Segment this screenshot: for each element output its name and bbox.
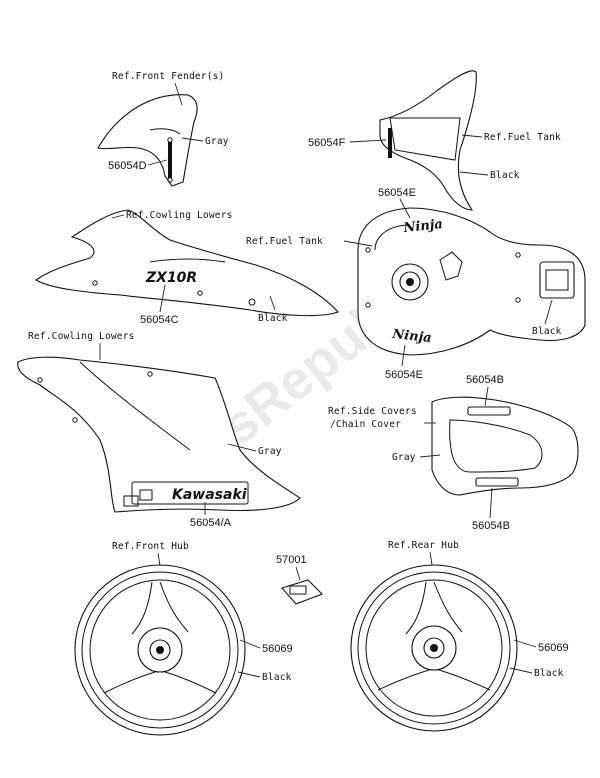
gray-side-label: Gray (392, 452, 416, 463)
part-number-56054A: 56054/A (190, 517, 232, 529)
black-tank-label: Black (532, 326, 562, 337)
gray-fender-label: Gray (205, 136, 229, 147)
part-number-56069-front: 56069 (262, 643, 293, 655)
ref-front-hub-label: Ref.Front Hub (112, 541, 189, 552)
ref-front-fender-label: Ref.Front Fender(s) (112, 71, 224, 82)
black-cowling-label: Black (258, 313, 288, 324)
part-number-56069-rear: 56069 (538, 642, 569, 654)
ref-cowling-lowers-2-label: Ref.Cowling Lowers (28, 331, 135, 342)
ninja-decal-bottom: Ninja (391, 327, 433, 346)
kawasaki-decal: Kawasaki (172, 487, 247, 503)
part-number-57001: 57001 (276, 554, 307, 566)
ninja-decal-top: Ninja (402, 217, 444, 236)
part-number-56054B-bottom: 56054B (472, 520, 510, 532)
ref-side-covers-label: Ref.Side Covers (328, 406, 417, 417)
chain-cover-label: /Chain Cover (330, 419, 401, 430)
rear-wheel (350, 564, 518, 732)
tank-cover-decal (388, 128, 392, 158)
tank-cover (379, 70, 477, 211)
black-tank-top-label: Black (490, 170, 520, 181)
part-number-56054B-top: 56054B (466, 374, 504, 386)
part-number-56054D: 56054D (108, 160, 147, 172)
gray-cowling-label: Gray (258, 446, 282, 457)
part-number-56054F: 56054F (308, 137, 346, 149)
fuel-tank: Ninja Ninja (357, 207, 586, 356)
part-number-56054E-top: 56054E (378, 187, 416, 199)
ref-fuel-tank-top-label: Ref.Fuel Tank (484, 132, 561, 143)
ref-fuel-tank-mid-label: Ref.Fuel Tank (246, 236, 323, 247)
fender-decal (168, 142, 172, 178)
ref-cowling-lowers-1-label: Ref.Cowling Lowers (126, 210, 233, 221)
zx10r-decal: ZX10R (145, 270, 197, 286)
part-number-56054C: 56054C (140, 314, 179, 326)
black-rear-wheel-label: Black (534, 668, 564, 679)
seat-cowl (431, 396, 579, 496)
cowling-lower-side: Kawasaki (17, 356, 301, 513)
cowling-lower-top: ZX10R (34, 209, 339, 317)
front-fender (97, 94, 198, 187)
front-wheel (74, 564, 246, 736)
part-number-56054E-bottom: 56054E (385, 369, 423, 381)
black-front-wheel-label: Black (262, 672, 292, 683)
ref-rear-hub-label: Ref.Rear Hub (388, 540, 459, 551)
clip-57001 (281, 579, 323, 605)
